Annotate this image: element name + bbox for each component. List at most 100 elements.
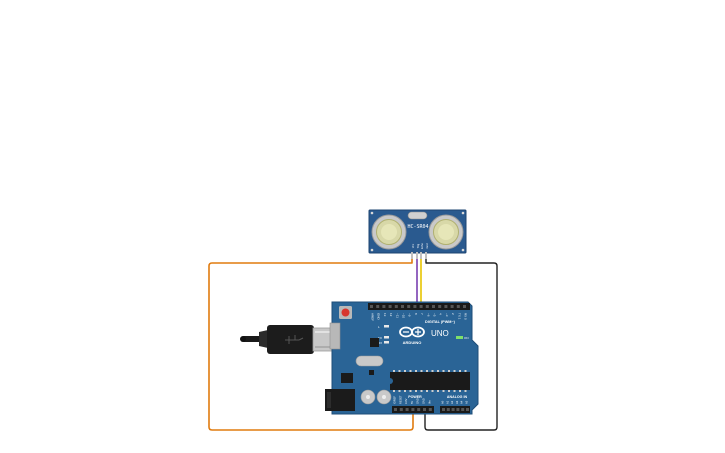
digital-pin-label: GND	[377, 313, 381, 321]
digital-pin-hole[interactable]	[450, 305, 454, 308]
power-pin-hole[interactable]	[417, 408, 421, 411]
hc-sr04-sensor[interactable]: HC-SR04 Vcc Trig Echo Gnd	[368, 209, 467, 259]
analog-pin-hole[interactable]	[466, 408, 469, 411]
digital-pin-hole[interactable]	[376, 305, 380, 308]
sensor-crystal	[407, 211, 428, 220]
chip-pin	[398, 390, 401, 392]
crystal-oscillator	[355, 355, 384, 367]
chip-pin	[420, 370, 423, 372]
power-pin-label: RESET	[398, 395, 402, 404]
digital-pin-hole[interactable]	[370, 305, 373, 308]
reset-button[interactable]	[339, 306, 352, 319]
transducer-right	[428, 214, 464, 250]
chip-pin	[464, 390, 467, 392]
chip-pin	[442, 390, 445, 392]
sensor-pins	[411, 252, 427, 259]
usb-cable-wire	[241, 336, 263, 342]
analog-pin-label: A5	[465, 400, 469, 404]
digital-pin-label: ~9	[408, 313, 412, 317]
chip-pin	[431, 370, 434, 372]
capacitors	[360, 389, 392, 405]
digital-pin-hole[interactable]	[401, 305, 404, 308]
led-l	[384, 325, 389, 328]
digital-pin-label: ~5	[433, 313, 437, 317]
digital-pin-label: 4	[439, 313, 443, 315]
status-leds: L TX RX	[378, 325, 389, 345]
wire-vcc-orange[interactable]	[208, 251, 414, 431]
power-pin-label: Vin	[427, 400, 431, 404]
analog-pin-hole[interactable]	[446, 408, 450, 411]
digital-pin-hole[interactable]	[394, 305, 398, 308]
digital-header-label: DIGITAL (PWM~)	[425, 320, 456, 324]
power-pin-hole[interactable]	[428, 408, 432, 411]
digital-header-pins	[370, 305, 466, 308]
led-l-label: L	[378, 325, 380, 329]
power-pin-hole[interactable]	[399, 408, 403, 411]
digital-pin-label: 13	[383, 313, 387, 317]
digital-pin-label: 8	[414, 313, 418, 315]
chip-pin	[448, 370, 450, 372]
atmega-chip	[390, 370, 470, 392]
analog-pin-hole[interactable]	[451, 408, 455, 411]
power-pin-label: GND	[422, 398, 426, 404]
digital-pin-label: TX 1	[457, 313, 461, 320]
sensor-model-label: HC-SR04	[407, 224, 428, 230]
chip-pin	[409, 370, 412, 372]
digital-pin-hole[interactable]	[425, 305, 429, 308]
chip-pin	[453, 390, 456, 392]
chip-pin	[404, 370, 406, 372]
digital-pin-hole[interactable]	[407, 305, 411, 308]
power-pin-label: 5V	[410, 401, 414, 404]
usb-cable[interactable]	[240, 325, 337, 354]
analog-pin-hole[interactable]	[456, 408, 460, 411]
digital-pin-hole[interactable]	[456, 305, 460, 308]
led-tx	[384, 336, 389, 339]
power-pin-hole[interactable]	[394, 408, 397, 411]
analog-pin-hole[interactable]	[461, 408, 465, 411]
board-usb-port	[329, 322, 341, 350]
analog-pin-label: A3	[455, 400, 459, 404]
digital-pin-hole[interactable]	[382, 305, 386, 308]
power-pin-hole[interactable]	[423, 408, 426, 411]
sensor-pin-label-vcc: Vcc	[411, 243, 415, 248]
mount-hole	[461, 248, 465, 252]
power-pin-hole[interactable]	[411, 408, 415, 411]
mount-hole	[461, 211, 465, 215]
power-led	[456, 336, 463, 339]
chip-pin	[437, 390, 439, 392]
wires	[208, 251, 498, 431]
analog-pin-label: A2	[450, 400, 454, 404]
analog-pin-label: A1	[445, 400, 449, 404]
power-pin-hole[interactable]	[405, 408, 409, 411]
digital-pin-hole[interactable]	[413, 305, 417, 308]
sensor-pin-label-trig: Trig	[416, 243, 420, 248]
arduino-logo	[399, 326, 425, 338]
wire-gnd-black[interactable]	[424, 251, 498, 431]
digital-pin-label: 12	[389, 313, 393, 317]
digital-pin-label: 2	[451, 313, 455, 315]
chip-pin	[409, 390, 412, 392]
digital-pin-label: 7	[420, 313, 424, 315]
digital-pin-hole[interactable]	[419, 305, 423, 308]
digital-pin-hole[interactable]	[438, 305, 442, 308]
voltage-regulator	[341, 373, 353, 383]
chip-pin	[415, 370, 417, 372]
usb-chip	[370, 338, 379, 347]
chip-pin	[459, 370, 461, 372]
led-rx-label: RX	[378, 341, 382, 345]
mount-hole	[370, 248, 374, 252]
digital-pin-hole[interactable]	[388, 305, 392, 308]
led-rx	[384, 341, 389, 344]
analog-pin-hole[interactable]	[442, 408, 445, 411]
analog-header	[440, 406, 470, 413]
digital-pin-hole[interactable]	[463, 305, 466, 308]
chip-pin	[437, 370, 439, 372]
mount-hole	[370, 211, 374, 215]
digital-pin-hole[interactable]	[432, 305, 435, 308]
dc-power-jack[interactable]	[325, 389, 355, 411]
digital-pin-hole[interactable]	[444, 305, 448, 308]
chip-pin	[393, 370, 395, 372]
usb-strain-relief	[259, 330, 268, 348]
